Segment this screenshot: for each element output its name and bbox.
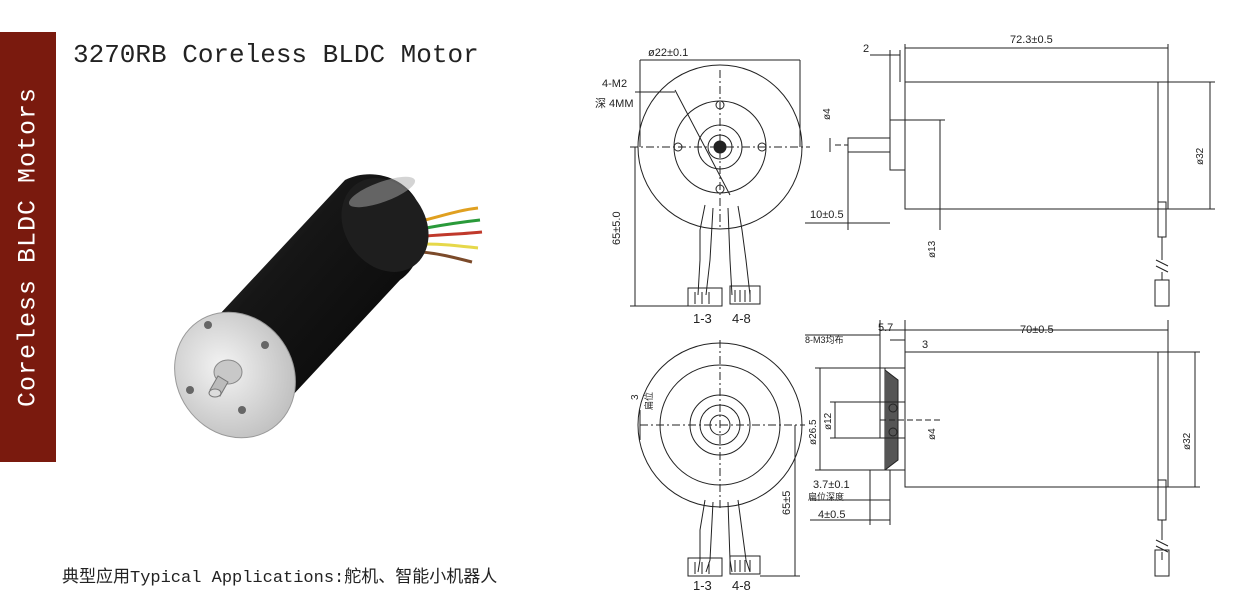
connector-a-bottom: 1-3 <box>693 578 712 593</box>
dim-length-b: 3 <box>922 339 928 351</box>
page-title: 3270RB Coreless BLDC Motor <box>73 40 479 70</box>
dim-flat-depth: 3.7±0.1 <box>813 479 850 491</box>
dim-length-a: 5.7 <box>878 322 893 334</box>
screw-label-top: 4-M2 <box>602 78 627 90</box>
connector-b-top: 4-8 <box>732 311 751 326</box>
flat-note: 扁位 <box>643 392 654 410</box>
connector-b-bottom: 4-8 <box>732 578 751 593</box>
dim-length-total-bottom: 70±0.5 <box>1020 324 1054 336</box>
dimension-drawing: ø22±0.1 4-M2 深 4MM 65±5.0 1-3 4-8 2 72.3… <box>595 34 1215 593</box>
dim-dia-26: ø26.5 <box>808 419 819 445</box>
dim-dia-12: ø12 <box>823 412 834 430</box>
dim-shaft-len-top: 10±0.5 <box>810 209 844 221</box>
dim-shaft-dia-top: ø4 <box>822 108 833 120</box>
screw-depth-top: 深 4MM <box>595 97 634 110</box>
connector-a-top: 1-3 <box>693 311 712 326</box>
dim-body-dia-top: ø32 <box>1195 147 1206 165</box>
dim-flat: 3 <box>630 394 641 400</box>
motor-wires <box>421 206 483 264</box>
dim-flange: 2 <box>863 43 869 55</box>
dim-boss-dia-top: ø13 <box>927 240 938 258</box>
side-view-bottom <box>805 320 1200 577</box>
dim-lead-length-top: 65±5.0 <box>611 211 623 245</box>
typical-applications: 典型应用Typical Applications:舵机、智能小机器人 <box>62 569 498 588</box>
front-view-top <box>630 59 810 307</box>
side-view-top <box>805 44 1215 307</box>
dim-dia-22: ø22±0.1 <box>648 47 688 59</box>
dim-shaft-len-bottom: 4±0.5 <box>818 509 845 521</box>
dim-lead-length-bottom: 65±5 <box>781 491 793 515</box>
front-view-bottom <box>637 340 805 577</box>
flat-depth-note: 扁位深度 <box>808 491 844 502</box>
dim-shaft-dia-bottom: ø4 <box>927 428 938 440</box>
side-band: Coreless BLDC Motors <box>0 32 56 462</box>
side-band-label: Coreless BLDC Motors <box>13 86 43 408</box>
screw-label-bottom: 8-M3均布 <box>805 334 844 345</box>
motor-photo <box>174 174 483 439</box>
dim-length-total-top: 72.3±0.5 <box>1010 34 1053 46</box>
dim-body-dia-bottom: ø32 <box>1182 432 1193 450</box>
